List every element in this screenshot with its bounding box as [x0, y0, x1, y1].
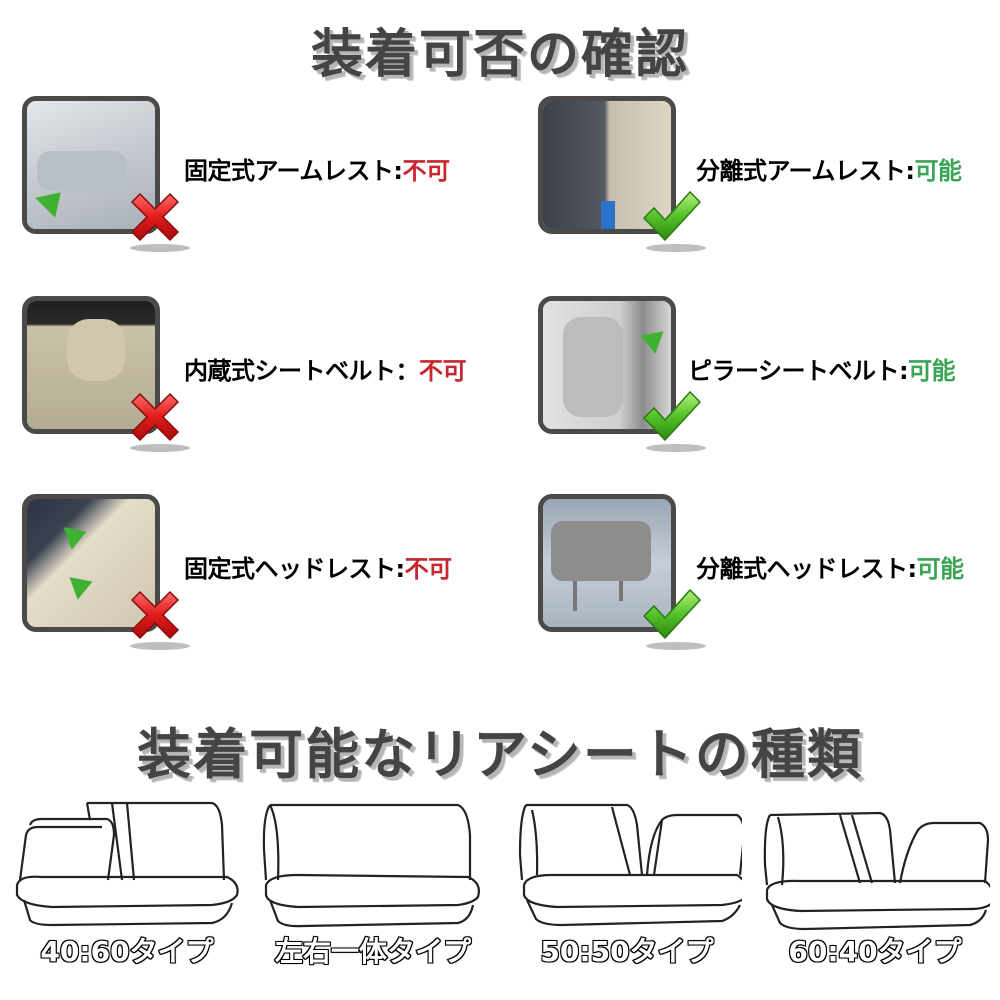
compatible-rear-seat-types-title: 装着可能なリアシートの種類 — [137, 723, 863, 786]
green-check-icon — [638, 582, 704, 648]
red-x-icon — [122, 184, 188, 250]
seat-diagram-bench — [258, 795, 488, 935]
feature-item-built-in-seatbelt: 内蔵式シートベルト：不可 — [22, 296, 502, 452]
pillar-seatbelt-photo — [538, 296, 676, 434]
seat-diagram-60-40 — [760, 795, 995, 935]
seat-type-label: 60:40タイプ — [787, 934, 962, 969]
seat-type-label: 40:60タイプ — [39, 934, 214, 969]
feature-label: ピラーシートベルト:可能 — [688, 357, 956, 385]
feature-item-pillar-seatbelt: ピラーシートベルト:可能 — [538, 296, 1000, 452]
fixed-headrest-photo — [22, 494, 160, 632]
seat-type-label: 50:50タイプ — [539, 934, 714, 969]
feature-label: 固定式アームレスト:不可 — [184, 157, 450, 185]
status-compatible: 可能 — [916, 555, 965, 583]
status-compatible: 可能 — [908, 357, 956, 385]
seat-diagram-40-60 — [12, 795, 242, 935]
seat-type-label: 左右一体タイプ — [274, 934, 472, 969]
green-check-icon — [638, 184, 704, 250]
feature-label: 分離式ヘッドレスト:可能 — [696, 555, 965, 583]
separate-armrest-photo — [538, 96, 676, 234]
feature-label: 分離式アームレスト:可能 — [696, 157, 962, 185]
compatibility-check-title: 装着可否の確認 — [310, 25, 689, 85]
feature-item-separate-armrest: 分離式アームレスト:可能 — [538, 96, 1000, 252]
feature-item-separate-headrest: 分離式ヘッドレスト:可能 — [538, 494, 1000, 650]
feature-item-fixed-armrest: 固定式アームレスト:不可 — [22, 96, 502, 252]
red-x-icon — [122, 384, 188, 450]
status-not-compatible: 不可 — [402, 157, 450, 185]
red-x-icon — [122, 582, 188, 648]
feature-label: 内蔵式シートベルト：不可 — [184, 357, 467, 385]
feature-label: 固定式ヘッドレスト:不可 — [184, 555, 453, 583]
status-not-compatible: 不可 — [419, 357, 467, 385]
separate-headrest-photo — [538, 494, 676, 632]
green-check-icon — [638, 384, 704, 450]
fixed-armrest-photo — [22, 96, 160, 234]
built-in-seatbelt-photo — [22, 296, 160, 434]
feature-item-fixed-headrest: 固定式ヘッドレスト:不可 — [22, 494, 502, 650]
status-compatible: 可能 — [914, 157, 962, 185]
status-not-compatible: 不可 — [404, 555, 453, 583]
seat-diagram-50-50 — [512, 795, 749, 935]
